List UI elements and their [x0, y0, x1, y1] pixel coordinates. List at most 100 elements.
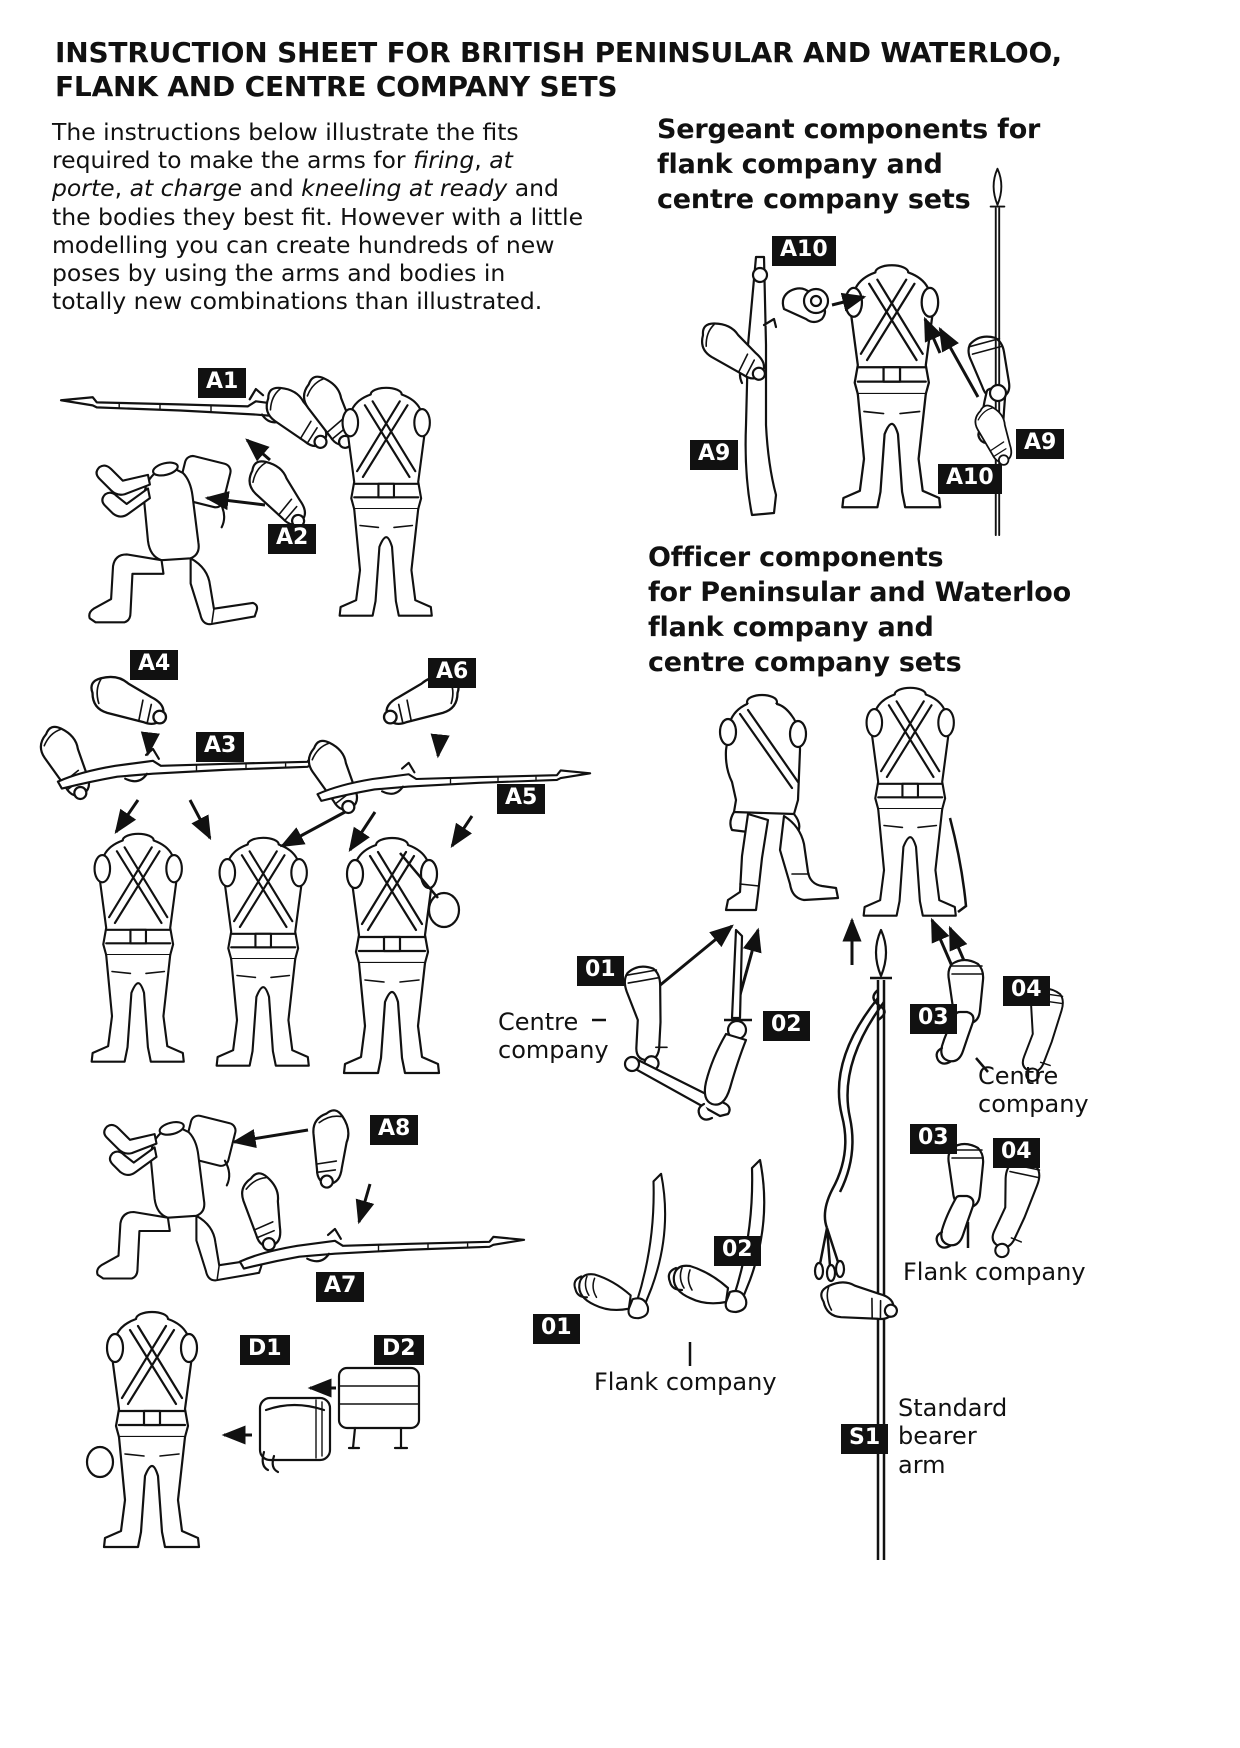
leader-line — [975, 1057, 989, 1073]
arrow — [450, 815, 474, 848]
vertical-musket-illustration — [738, 255, 778, 517]
part-label-a2: A2 — [268, 524, 317, 555]
intro-text: The instructions below illustrate the fi… — [52, 118, 519, 175]
arrow — [938, 326, 980, 398]
diagram-a1-a2 — [59, 370, 433, 626]
soldier-torso-illustration — [342, 836, 441, 1075]
part-label-a6: A6 — [428, 658, 477, 689]
kneeling-soldier-illustration — [96, 1112, 263, 1282]
detached-arm-illustration — [90, 675, 168, 725]
soldier-torso-illustration — [90, 832, 185, 1063]
kneeling-soldier-illustration — [88, 453, 259, 626]
diagram-sergeant — [693, 167, 1030, 537]
arrow — [114, 799, 140, 834]
intro-italic-kneeling: kneeling at ready — [301, 174, 508, 203]
soldier-figure-illustration — [102, 1310, 201, 1549]
page-title-line-1: INSTRUCTION SHEET FOR BRITISH PENINSULAR… — [55, 36, 1062, 69]
arrow — [140, 731, 160, 757]
intro-italic-at-charge: at charge — [129, 174, 242, 203]
officer-section-heading: Officer components for Peninsular and Wa… — [648, 540, 1118, 680]
arrow — [245, 438, 271, 462]
cord-illustration — [823, 997, 879, 1229]
part-label-02-1: 02 — [763, 1011, 810, 1042]
intro-text: and — [241, 174, 302, 203]
officer-body-illustration — [862, 686, 957, 917]
page-title: INSTRUCTION SHEET FOR BRITISH PENINSULAR… — [55, 36, 1095, 104]
diagram-a7-a8 — [96, 1106, 526, 1282]
diagram-a3-a6 — [25, 675, 592, 1075]
part-label-a1: A1 — [198, 368, 247, 399]
part-label-03-1: 03 — [910, 1004, 957, 1035]
canteen-strap — [399, 852, 439, 899]
sword-arm-illustration — [697, 928, 752, 1121]
caption-centre-company-right: Centre company — [978, 1062, 1089, 1119]
heading-line: Officer components — [648, 542, 944, 573]
sabre-arm-illustration — [573, 1172, 667, 1320]
straight-arm-illustration — [987, 1156, 1044, 1263]
scabbard-illustration — [948, 817, 968, 913]
part-label-d2: D2 — [374, 1335, 424, 1366]
soldier-torso-illustration — [215, 836, 310, 1067]
intro-text: , — [474, 146, 490, 175]
part-label-a5: A5 — [497, 784, 546, 815]
part-label-a9-1: A9 — [690, 440, 739, 471]
standard-pole-illustration — [813, 928, 900, 1560]
arrow — [831, 292, 867, 312]
tassels-illustration — [813, 1227, 846, 1283]
attached-arm-illustration — [25, 720, 111, 803]
officer-body-illustration — [718, 693, 840, 912]
knapsack-illustration — [258, 1396, 332, 1474]
part-label-a8: A8 — [370, 1115, 419, 1146]
arrow — [204, 491, 266, 511]
heading-line: Sergeant components for — [657, 114, 1041, 145]
heading-line: for Peninsular and Waterloo — [648, 577, 1071, 609]
part-label-a9-2: A9 — [1016, 429, 1065, 460]
part-label-01-1: 01 — [577, 956, 624, 987]
caption-flank-company-right: Flank company — [903, 1258, 1086, 1286]
part-label-a4: A4 — [130, 650, 179, 681]
cord-illustration — [838, 1001, 886, 1193]
part-label-a7: A7 — [316, 1272, 365, 1303]
caption-flank-company-left: Flank company — [594, 1368, 777, 1396]
page-title-line-2: FLANK AND CENTRE COMPANY SETS — [55, 70, 618, 104]
part-label-s1: S1 — [841, 1424, 889, 1455]
detached-arm-illustration — [236, 455, 323, 531]
caption-standard-bearer-arm: Standard bearer arm — [898, 1394, 1008, 1479]
part-label-a3: A3 — [196, 732, 245, 763]
detached-arm-illustration — [297, 1106, 366, 1191]
heading-line: centre company sets — [648, 647, 962, 679]
bent-arm-illustration — [935, 1142, 985, 1249]
soldier-torso-illustration — [338, 386, 433, 617]
part-label-d1: D1 — [240, 1335, 290, 1366]
attached-arm-illustration — [293, 734, 379, 817]
intro-italic-firing: firing — [413, 146, 475, 175]
part-label-02-2: 02 — [714, 1236, 761, 1267]
arrow — [348, 811, 377, 853]
sword-illustration — [623, 1055, 731, 1118]
intro-text: and the bodies they best fit. However wi… — [52, 174, 584, 316]
intro-italic-at-porte: at porte — [52, 146, 513, 203]
arrow — [188, 799, 212, 841]
diagram-d1-d2 — [85, 1310, 421, 1549]
arrow — [430, 733, 450, 759]
part-label-04-1: 04 — [1003, 976, 1050, 1007]
arrow — [355, 1183, 375, 1225]
knapsack-illustration — [337, 1366, 421, 1450]
arrow — [231, 1128, 309, 1149]
heading-line: flank company and — [648, 612, 934, 644]
part-label-a10-1: A10 — [772, 236, 836, 267]
part-label-a10-2: A10 — [938, 464, 1002, 495]
pike-hand-illustration — [988, 383, 1008, 403]
part-label-04-2: 04 — [993, 1138, 1040, 1169]
part-label-03-2: 03 — [910, 1124, 957, 1155]
canteen-illustration — [427, 891, 461, 929]
heading-line: flank company and — [657, 149, 943, 181]
intro-paragraph: The instructions below illustrate the fi… — [52, 118, 586, 315]
arrow — [279, 810, 346, 848]
heading-line: centre company sets — [657, 184, 971, 216]
detached-arm-illustration — [225, 1167, 305, 1254]
diagram-officer — [573, 686, 1066, 1560]
caption-centre-company-left: Centre company — [498, 1008, 609, 1065]
part-label-01-2: 01 — [533, 1314, 580, 1345]
